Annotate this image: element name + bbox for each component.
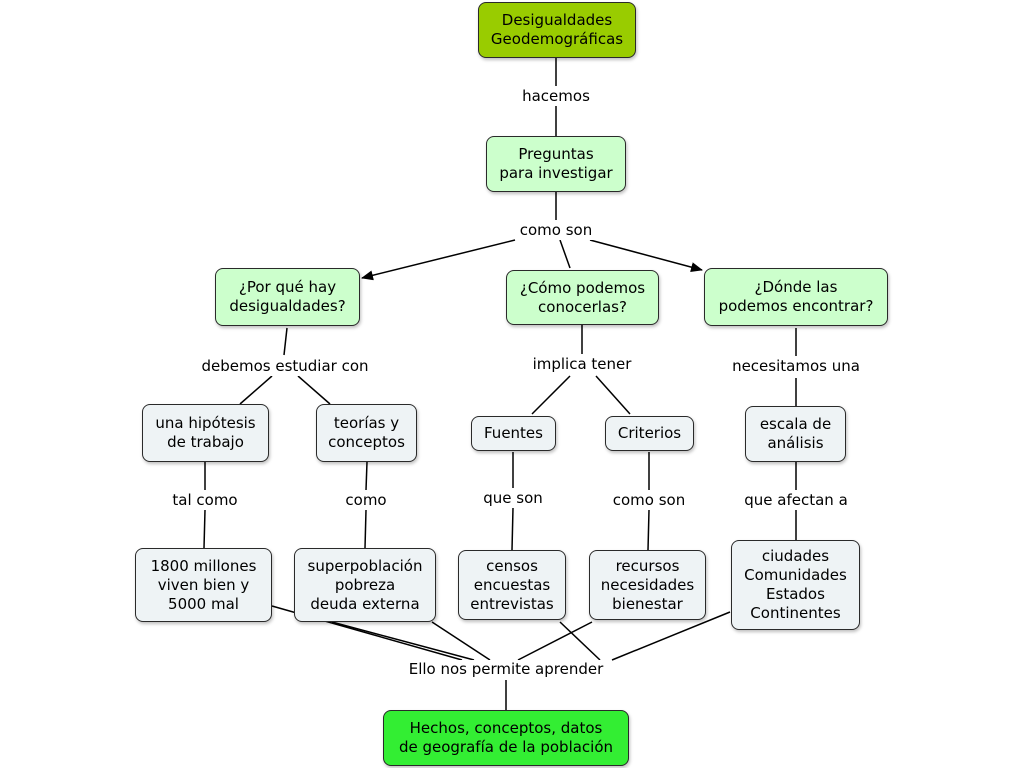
link-label-tal-como: tal como: [170, 491, 240, 510]
node-por-que-hay-desigualdades[interactable]: ¿Por qué hay desigualdades?: [215, 268, 360, 326]
link-label-que-son: que son: [481, 489, 545, 508]
node-preguntas-para-investigar[interactable]: Preguntas para investigar: [486, 136, 626, 192]
node-1800-millones[interactable]: 1800 millones viven bien y 5000 mal: [135, 548, 272, 622]
link-label-debemos-estudiar: debemos estudiar con: [199, 357, 371, 376]
node-donde-las-podemos-encontrar[interactable]: ¿Dónde las podemos encontrar?: [704, 268, 888, 326]
link-label-implica-tener: implica tener: [530, 355, 634, 374]
node-una-hipotesis-de-trabajo[interactable]: una hipótesis de trabajo: [142, 404, 269, 462]
node-desigualdades-geodemograficas[interactable]: Desigualdades Geodemográficas: [478, 2, 636, 58]
node-como-podemos-conocerlas[interactable]: ¿Cómo podemos conocerlas?: [506, 270, 659, 325]
node-ciudades-comunidades-estados[interactable]: ciudades Comunidades Estados Continentes: [731, 540, 860, 630]
node-recursos-necesidades-bienestar[interactable]: recursos necesidades bienestar: [589, 550, 706, 620]
node-criterios[interactable]: Criterios: [605, 416, 694, 451]
node-hechos-conceptos-datos[interactable]: Hechos, conceptos, datos de geografía de…: [383, 710, 629, 766]
link-label-como-son-2: como son: [610, 491, 688, 510]
node-teorias-y-conceptos[interactable]: teorías y conceptos: [316, 404, 417, 462]
link-label-ello-nos-permite: Ello nos permite aprender: [406, 660, 606, 679]
link-label-como-son: como son: [517, 221, 595, 240]
link-label-que-afectan-a: que afectan a: [742, 491, 850, 510]
link-label-necesitamos-una: necesitamos una: [730, 357, 862, 376]
node-censos-encuestas-entrevistas[interactable]: censos encuestas entrevistas: [458, 550, 566, 620]
link-label-hacemos: hacemos: [520, 87, 592, 106]
node-escala-de-analisis[interactable]: escala de análisis: [745, 406, 846, 462]
node-superpoblacion-pobreza-deuda[interactable]: superpoblación pobreza deuda externa: [294, 548, 436, 622]
node-fuentes[interactable]: Fuentes: [471, 416, 556, 451]
link-label-como: como: [343, 491, 389, 510]
